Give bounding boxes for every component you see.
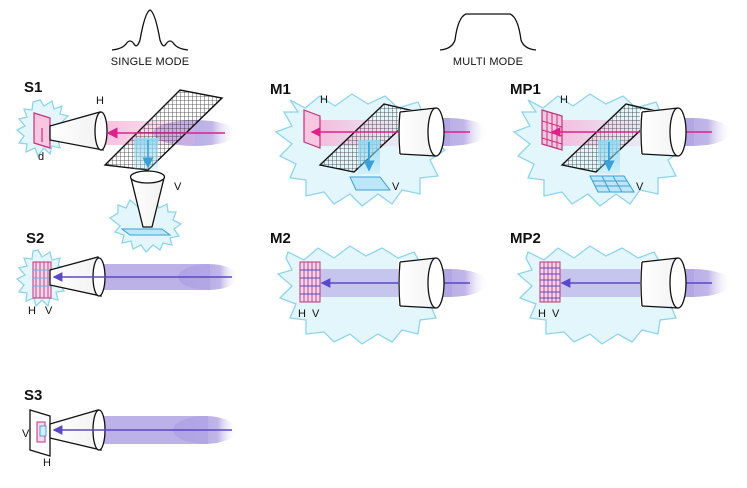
horn-antenna-v [129, 170, 166, 228]
panel-label-mp2: MP2 [510, 230, 541, 247]
panel-m2: M2 H V [270, 230, 488, 345]
multimode-horn [398, 257, 445, 309]
panel-label-mp1: MP1 [510, 81, 541, 98]
label-h: H [298, 308, 306, 320]
horn-antenna-h [49, 111, 108, 151]
multimode-horn [398, 107, 445, 157]
label-v: V [174, 181, 182, 193]
label-h: H [320, 94, 328, 106]
panel-s1: S1 d H V [15, 79, 237, 254]
label-v: V [392, 181, 400, 193]
label-v: V [636, 181, 644, 193]
label-h: H [538, 308, 546, 320]
label-v: V [45, 305, 53, 317]
panel-s3: S3 V H [22, 387, 237, 469]
multimode-horn [640, 257, 687, 309]
panel-label-s1: S1 [24, 79, 42, 96]
multi-mode-pattern-icon [439, 13, 537, 51]
label-h: H [43, 457, 51, 469]
label-v: V [552, 308, 560, 320]
panel-label-s2: S2 [26, 230, 44, 247]
panel-m1: M1 H V [270, 81, 488, 207]
panel-s2: S2 H V [15, 230, 238, 317]
panel-label-s3: S3 [24, 387, 42, 404]
multimode-horn [640, 107, 687, 157]
label-h: H [96, 95, 104, 107]
dimension-label-d: d [38, 151, 44, 163]
panel-label-m2: M2 [270, 230, 291, 247]
label-h: H [28, 305, 36, 317]
single-mode-pattern-icon [111, 9, 189, 51]
panel-mp2: MP2 H V [510, 230, 732, 345]
panel-mp1: MP1 H V [510, 81, 732, 207]
label-v: V [22, 428, 30, 440]
label-v: V [312, 308, 320, 320]
panel-label-m1: M1 [270, 81, 291, 98]
single-mode-header: SINGLE MODE [111, 56, 190, 68]
multi-mode-header: MULTI MODE [453, 56, 523, 68]
label-h: H [560, 94, 568, 106]
